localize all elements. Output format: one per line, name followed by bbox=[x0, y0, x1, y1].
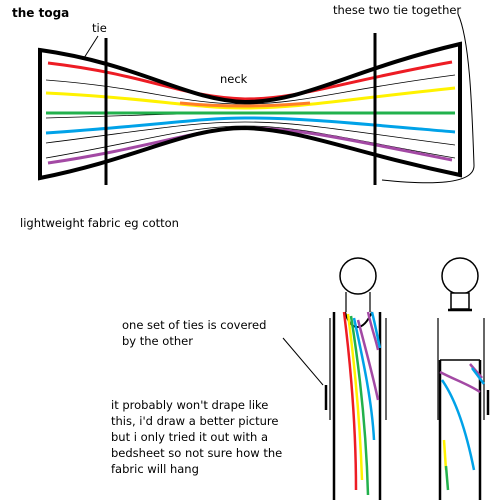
orange-stripe bbox=[179, 101, 311, 108]
covered-label: one set of ties is covered by the other bbox=[122, 318, 267, 348]
fabric-label: lightweight fabric eg cotton bbox=[20, 216, 179, 230]
red-stripe bbox=[47, 60, 453, 101]
tie-label: tie bbox=[92, 21, 107, 35]
annotation-pointers bbox=[83, 13, 475, 386]
tie-pointer bbox=[83, 35, 99, 59]
front-head bbox=[339, 257, 377, 295]
blue-stripe bbox=[45, 116, 456, 135]
tie-together-label: these two tie together bbox=[333, 3, 462, 17]
front-figure bbox=[324, 257, 387, 500]
back-head bbox=[441, 257, 479, 295]
yellow-stripe bbox=[45, 86, 456, 110]
tie-together-pointer bbox=[381, 13, 475, 184]
neck-label: neck bbox=[220, 72, 248, 86]
fabric-outline bbox=[38, 41, 462, 181]
fabric-stripes bbox=[45, 60, 456, 165]
back-figure bbox=[437, 257, 490, 500]
covered-pointer bbox=[282, 337, 324, 386]
diagram-title: the toga bbox=[12, 6, 70, 20]
drape-note: it probably won't drape like this, i'd d… bbox=[111, 398, 283, 476]
fabric-pattern bbox=[38, 33, 462, 185]
